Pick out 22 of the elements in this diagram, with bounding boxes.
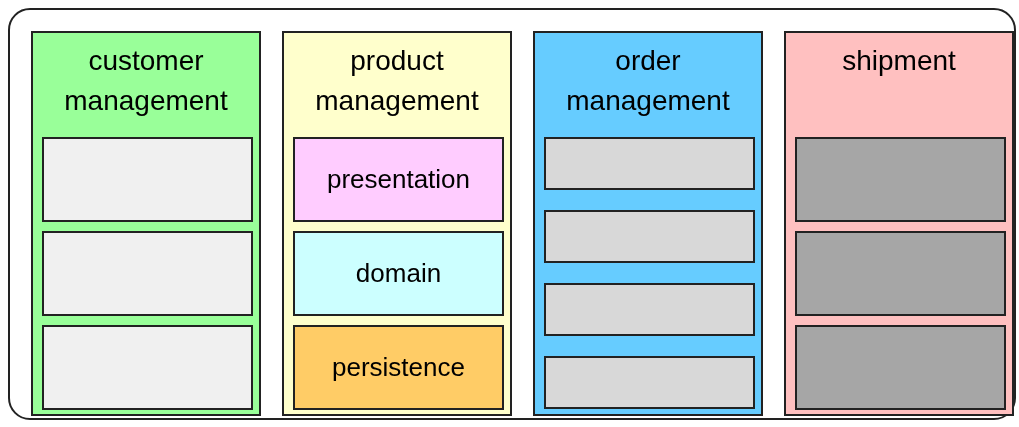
column-heading: order management — [565, 44, 731, 118]
module-column — [282, 31, 512, 416]
empty-panel — [795, 231, 1006, 316]
column-heading: shipment — [841, 44, 957, 78]
column-heading: customer management — [63, 44, 229, 118]
empty-panel — [42, 325, 253, 410]
module-column — [31, 31, 261, 416]
empty-panel — [544, 137, 755, 190]
empty-panel — [544, 283, 755, 336]
empty-panel — [544, 210, 755, 263]
system-frame — [8, 8, 1016, 420]
module-column — [784, 31, 1014, 416]
layer-panel: domain — [293, 231, 504, 316]
empty-panel — [42, 137, 253, 222]
empty-panel — [795, 325, 1006, 410]
module-column — [533, 31, 763, 416]
empty-panel — [795, 137, 1006, 222]
layer-panel: persistence — [293, 325, 504, 410]
layer-panel: presentation — [293, 137, 504, 222]
column-heading: product management — [314, 44, 480, 118]
empty-panel — [544, 356, 755, 409]
empty-panel — [42, 231, 253, 316]
